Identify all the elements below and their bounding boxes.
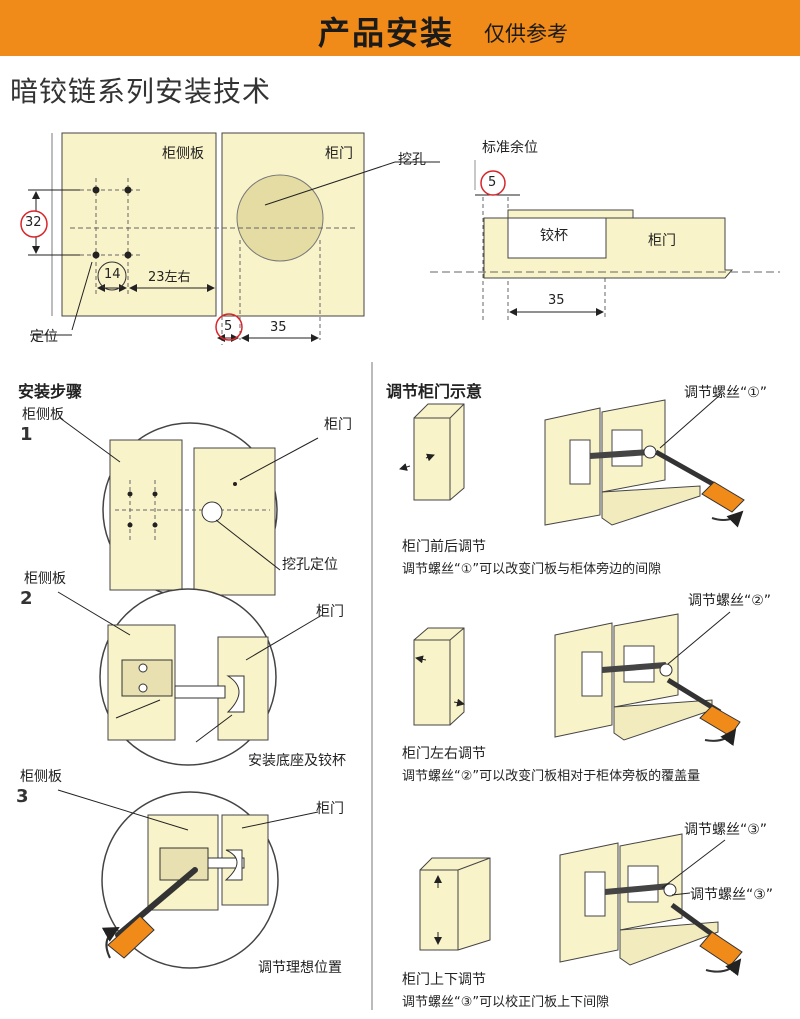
adjust3-screw-label-2: 调节螺丝“③” — [690, 887, 774, 903]
step2-caption: 安装底座及铰杯 — [248, 753, 346, 769]
dim-32-marker — [20, 210, 48, 238]
cabinet-box-1 — [413, 403, 465, 501]
install-steps-title: 安装步骤 — [18, 382, 83, 401]
dim-5-marker — [215, 313, 243, 341]
cabinet-box-2 — [413, 627, 465, 726]
step3-side-label: 柜侧板 — [20, 769, 62, 785]
clearance-title: 标准余位 — [482, 140, 538, 156]
step1-side-label: 柜侧板 — [22, 407, 64, 423]
adjust3-title: 柜门上下调节 — [402, 972, 486, 988]
clearance-door-label: 柜门 — [648, 233, 676, 249]
dim-32-label: 32 — [25, 215, 42, 230]
hinge-cup — [507, 217, 607, 259]
adjust3-screw-label: 调节螺丝“③” — [684, 822, 768, 838]
door-label: 柜门 — [325, 146, 353, 162]
drill-point — [92, 251, 100, 259]
step3-caption: 调节理想位置 — [258, 960, 342, 976]
dim-35-label: 35 — [270, 320, 287, 335]
position-label: 定位 — [30, 329, 58, 345]
dim-14-label: 14 — [104, 267, 121, 282]
dim-5-label: 5 — [224, 319, 233, 334]
cabinet-box-3 — [419, 857, 491, 951]
step1-caption: 挖孔定位 — [282, 557, 338, 573]
drill-point — [124, 186, 132, 194]
cup-plate — [507, 209, 634, 219]
adjust2-title: 柜门左右调节 — [402, 746, 486, 762]
adjust-title: 调节柜门示意 — [386, 382, 483, 401]
step2-number: 2 — [20, 588, 33, 609]
drill-point — [92, 186, 100, 194]
adjust3-desc: 调节螺丝“③”可以校正门板上下间隙 — [402, 995, 610, 1010]
step1-door-label: 柜门 — [324, 417, 352, 433]
adjust2-screw-label: 调节螺丝“②” — [688, 593, 772, 609]
dim-23-label: 23左右 — [148, 270, 191, 285]
adjust2-desc: 调节螺丝“②”可以改变门板相对于柜体旁板的覆盖量 — [402, 769, 701, 784]
step2-side-label: 柜侧板 — [24, 571, 66, 587]
side-panel-label: 柜侧板 — [162, 146, 204, 162]
step2-door-label: 柜门 — [316, 604, 344, 620]
adjust1-screw-label: 调节螺丝“①” — [684, 385, 768, 401]
dim-14-marker — [97, 261, 127, 291]
clearance-35-label: 35 — [548, 293, 565, 308]
adjust1-desc: 调节螺丝“①”可以改变门板与柜体旁边的间隙 — [402, 562, 662, 577]
cup-hole — [236, 174, 324, 262]
step1-hole — [201, 501, 223, 523]
step1-number: 1 — [20, 424, 33, 445]
section-title: 暗铰链系列安装技术 — [10, 75, 272, 108]
page-title: 产品安装 — [318, 14, 455, 52]
step3-number: 3 — [16, 786, 29, 807]
page-subtitle: 仅供参考 — [484, 22, 568, 46]
hole-label: 挖孔 — [398, 152, 426, 168]
adjust1-title: 柜门前后调节 — [402, 539, 486, 555]
step3-door-label: 柜门 — [316, 801, 344, 817]
clearance-5-marker — [480, 170, 506, 196]
clearance-5-label: 5 — [488, 175, 497, 190]
drill-point — [124, 251, 132, 259]
header-banner: 产品安装 仅供参考 — [0, 0, 800, 56]
cup-label: 铰杯 — [540, 228, 568, 244]
